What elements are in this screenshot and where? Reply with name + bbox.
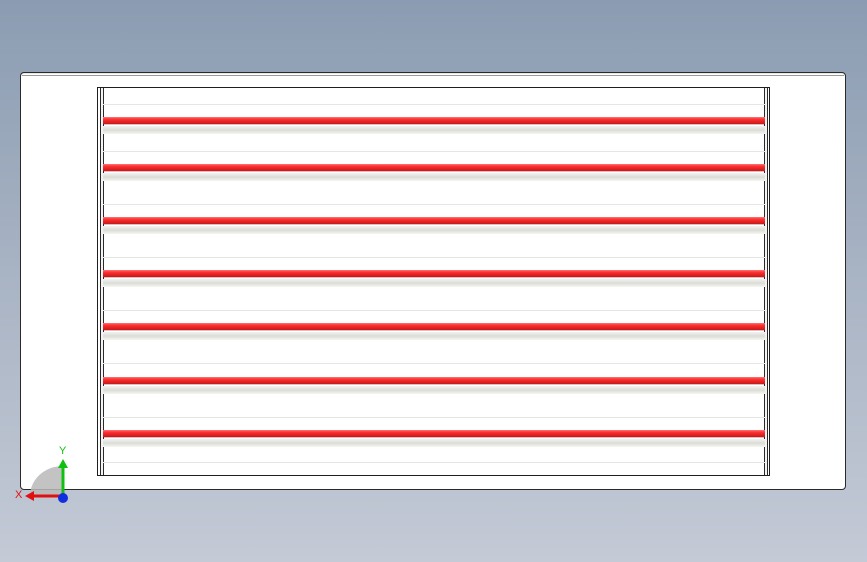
x-axis-label: X — [15, 489, 23, 501]
red-tube-5[interactable] — [103, 323, 765, 330]
red-tube-7[interactable] — [103, 430, 765, 437]
red-tube-2[interactable] — [103, 164, 765, 171]
red-tube-6[interactable] — [103, 377, 765, 384]
groove — [103, 386, 765, 394]
hairline — [103, 310, 765, 311]
groove — [103, 126, 765, 134]
groove — [103, 226, 765, 234]
groove — [103, 332, 765, 340]
hairline — [103, 151, 765, 152]
groove — [103, 173, 765, 181]
red-tube-3[interactable] — [103, 217, 765, 224]
z-axis-dot — [58, 493, 68, 503]
coordinate-triad: Y X — [15, 445, 68, 503]
red-tube-4[interactable] — [103, 270, 765, 277]
groove — [103, 279, 765, 287]
outer-plate-edge-line — [22, 75, 844, 76]
hairline — [103, 363, 765, 364]
y-axis-arrowhead — [58, 459, 68, 468]
hairline — [103, 104, 765, 105]
hairline — [103, 417, 765, 418]
hairline — [103, 257, 765, 258]
x-axis-arrowhead — [25, 491, 34, 501]
hairline — [103, 204, 765, 205]
red-tube-1[interactable] — [103, 117, 765, 124]
groove — [103, 439, 765, 447]
y-axis-label: Y — [59, 445, 67, 457]
hairline — [103, 462, 765, 463]
triad-plane-quadrant — [30, 466, 63, 496]
